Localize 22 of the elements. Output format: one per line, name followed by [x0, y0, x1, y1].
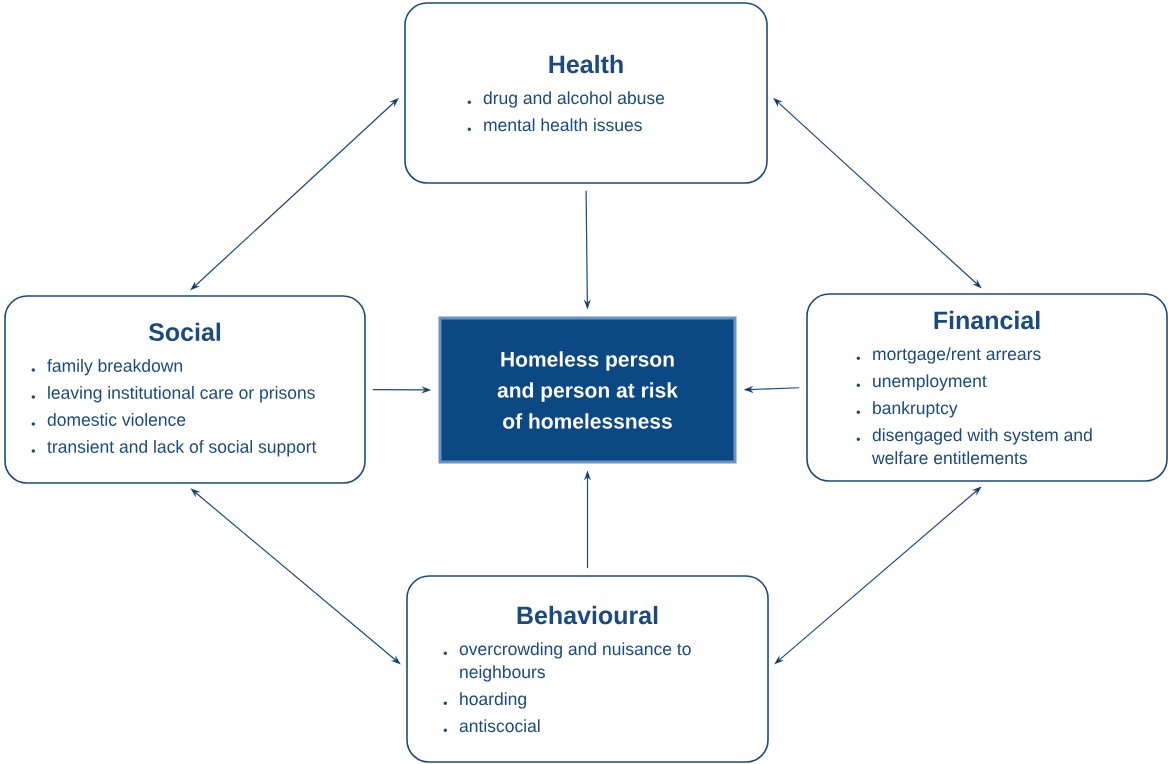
heading: Financial: [934, 310, 1040, 330]
label: Homeless person and person at risk of homelessness: [497, 351, 678, 429]
central-box: [438, 316, 737, 464]
list-item: hoarding: [443, 692, 526, 709]
list-item: disengaged with system and welfare entitlements: [856, 428, 1092, 465]
list-item: unemployment: [856, 374, 987, 391]
list-item: domestic violence: [31, 413, 186, 426]
category-box: [404, 2, 768, 184]
list-item: transient and lack of social support: [31, 440, 317, 457]
list-item: leaving institutional care or prisons: [31, 386, 315, 403]
list-item: bankruptcy: [856, 401, 958, 418]
list-item: mental health issues: [467, 118, 642, 132]
category-box: [806, 293, 1168, 482]
list-item: mortgage/rent arrears: [856, 347, 1041, 364]
category-box: [4, 295, 366, 484]
list-item: family breakdown: [31, 359, 182, 376]
heading: Behavioural: [517, 605, 658, 625]
heading: Social: [148, 322, 221, 341]
list-item: antiscocial: [443, 719, 540, 733]
heading: Health: [549, 54, 623, 74]
list-item: drug and alcohol abuse: [467, 91, 665, 108]
category-box: [406, 575, 769, 763]
